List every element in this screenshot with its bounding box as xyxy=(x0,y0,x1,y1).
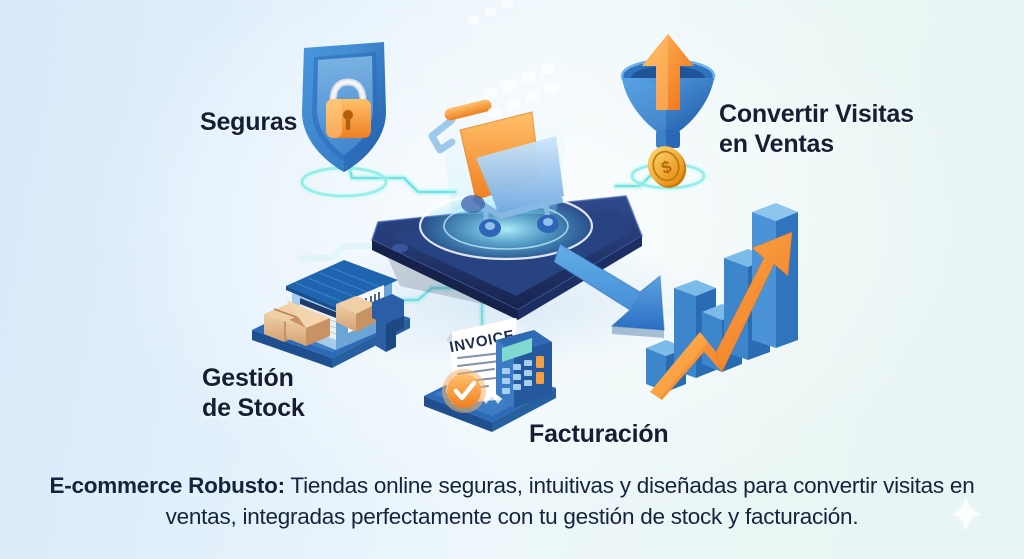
caption-body: Tiendas online seguras, intuitivas y dis… xyxy=(165,473,975,530)
label-seguras: Seguras xyxy=(200,108,298,136)
label-convertir-visitas-en-ventas: Convertir Visitas en Ventas xyxy=(719,100,914,158)
invoice-calculator-check-icon: INVOICE xyxy=(424,318,556,432)
warehouse-boxes-scanner-icon xyxy=(252,260,410,368)
shield-lock-icon xyxy=(298,42,390,200)
flow-arrow-icon xyxy=(553,243,665,338)
caption: E-commerce Robusto: Tiendas online segur… xyxy=(0,470,1024,532)
sparkle-icon xyxy=(948,496,984,532)
label-facturacion: Facturación xyxy=(529,420,669,448)
caption-lead: E-commerce Robusto: xyxy=(49,473,286,498)
label-gestion-de-stock: Gestión de Stock xyxy=(202,364,305,422)
bar-chart-growth-arrow-icon xyxy=(646,203,798,400)
funnel-arrow-coin-icon: $ xyxy=(620,34,716,192)
